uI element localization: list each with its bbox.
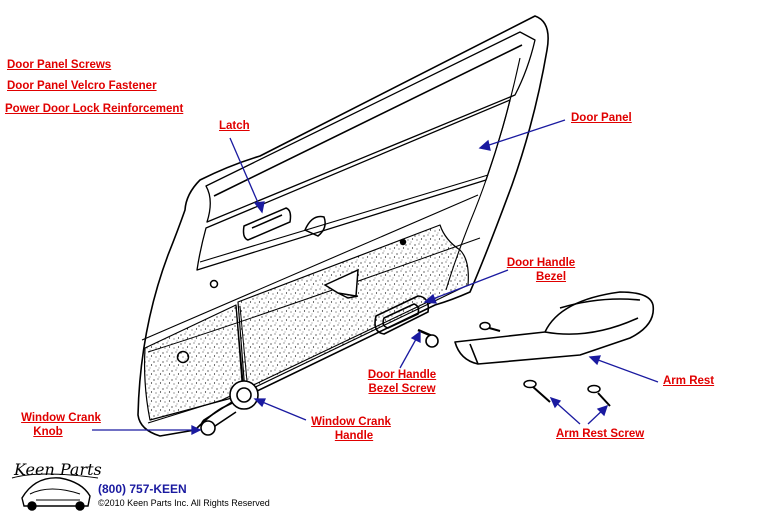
link-door-panel-screws[interactable]: Door Panel Screws xyxy=(7,59,112,71)
door-handle-bezel-line1: Door Handle xyxy=(506,257,576,269)
phone-number: (800) 757-KEEN xyxy=(98,482,187,496)
arm-cup-drawing xyxy=(176,268,359,364)
link-window-crank-handle[interactable]: Window Crank Handle xyxy=(307,415,395,443)
link-door-panel[interactable]: Door Panel xyxy=(571,112,632,124)
link-latch[interactable]: Latch xyxy=(219,120,250,132)
link-door-panel-velcro-fastener[interactable]: Door Panel Velcro Fastener xyxy=(7,80,157,92)
link-door-handle-bezel[interactable]: Door Handle Bezel xyxy=(505,256,577,284)
door-handle-bezel-line2: Bezel xyxy=(535,271,567,283)
door-panel-drawing xyxy=(137,15,549,437)
window-crank-handle-line2: Handle xyxy=(334,430,374,442)
keen-parts-logo: Keen Parts xyxy=(11,460,102,511)
link-arm-rest[interactable]: Arm Rest xyxy=(663,375,715,387)
screws-drawing xyxy=(479,321,611,407)
arm-rest-drawing xyxy=(454,291,655,365)
logo-script-text: Keen Parts xyxy=(13,460,102,479)
link-arm-rest-screw[interactable]: Arm Rest Screw xyxy=(556,428,645,440)
window-crank-handle-line1: Window Crank xyxy=(311,416,391,428)
window-crank-drawing xyxy=(200,380,259,436)
door-handle-bezel-screw-line2: Bezel Screw xyxy=(368,383,436,395)
link-window-crank-knob[interactable]: Window Crank Knob xyxy=(18,411,104,439)
window-crank-knob-line1: Window Crank xyxy=(21,412,101,424)
link-power-door-lock-reinforcement[interactable]: Power Door Lock Reinforcement xyxy=(5,103,184,115)
window-crank-knob-line2: Knob xyxy=(33,426,63,438)
copyright-text: ©2010 Keen Parts Inc. All Rights Reserve… xyxy=(98,498,270,508)
latch-drawing xyxy=(242,207,407,246)
leader-lines xyxy=(92,119,659,436)
door-handle-bezel-screw-line1: Door Handle xyxy=(367,369,437,381)
link-door-handle-bezel-screw[interactable]: Door Handle Bezel Screw xyxy=(364,368,440,396)
